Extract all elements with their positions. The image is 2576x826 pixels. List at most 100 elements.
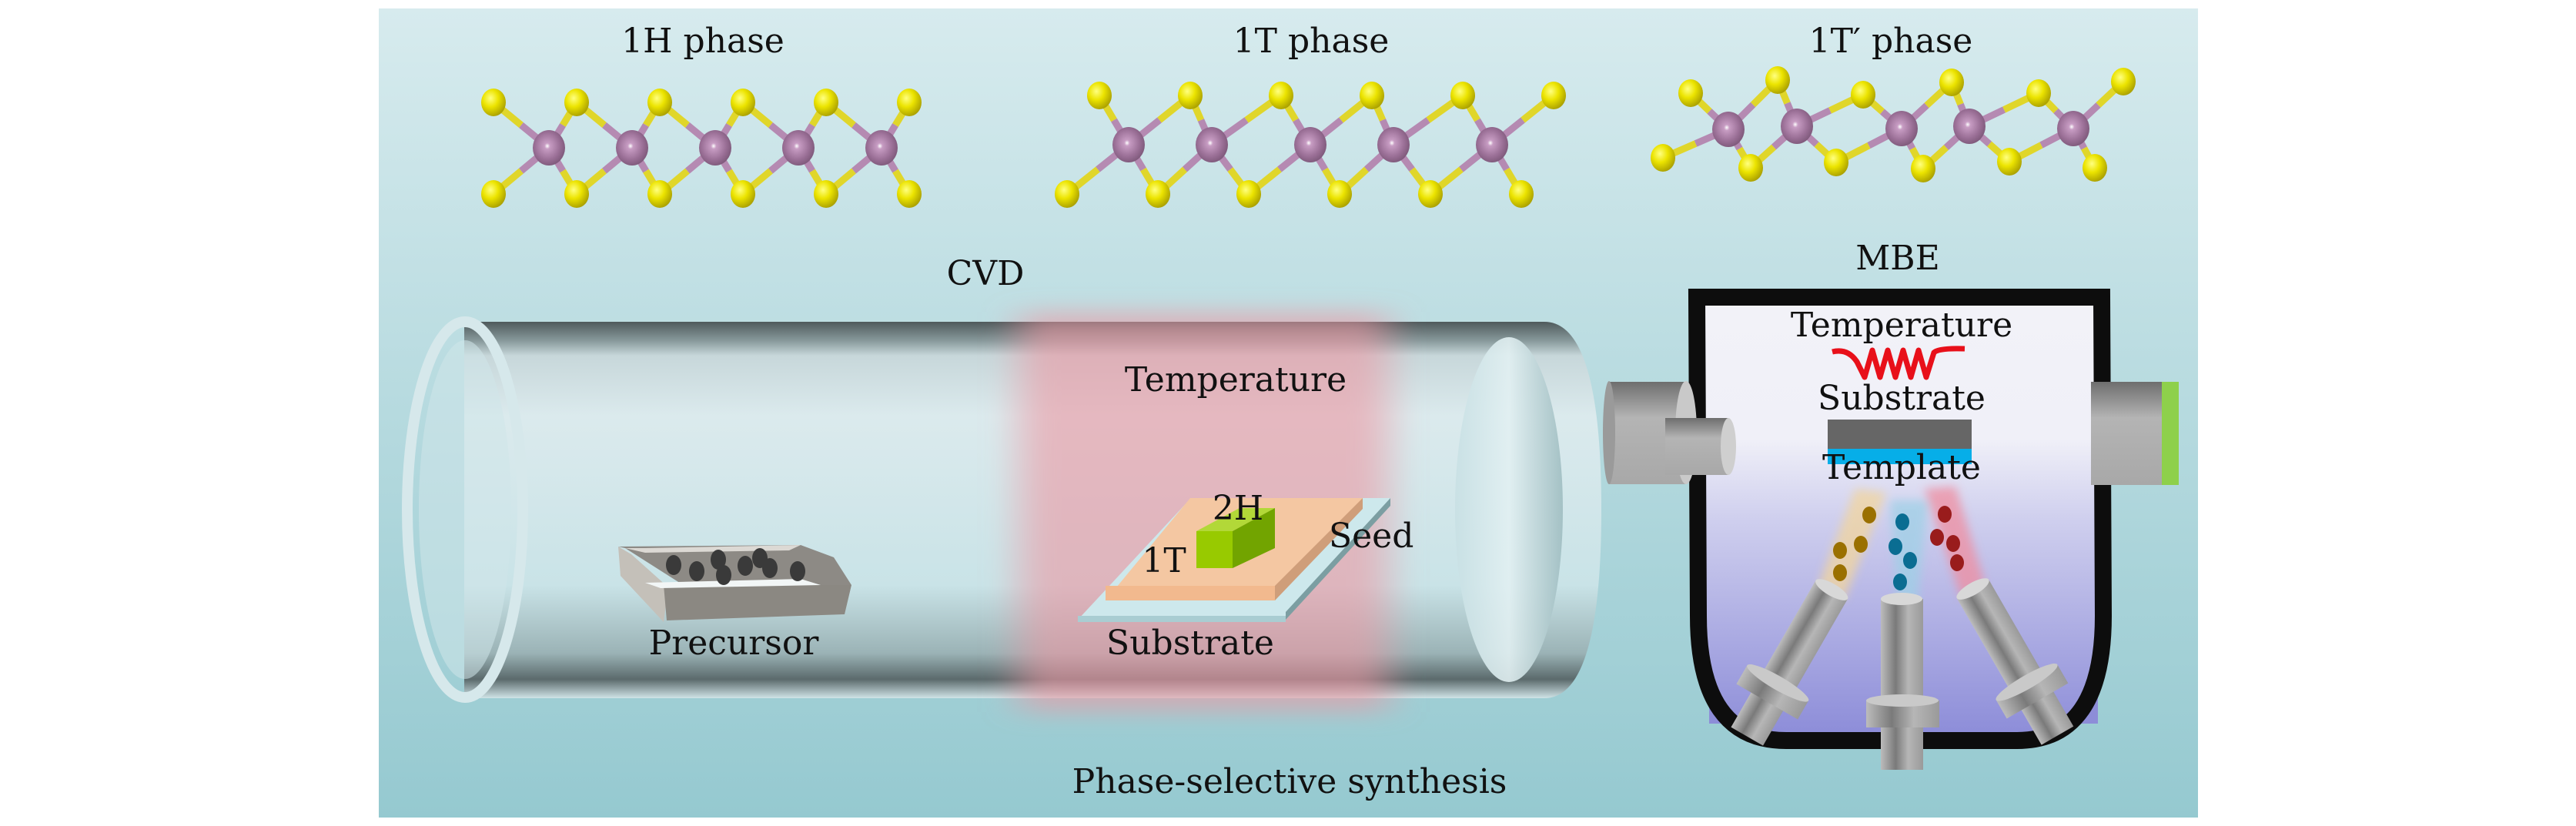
chalcogen-atom [731,180,755,208]
cvd-temperature-label: Temperature [1125,360,1347,400]
metal-atom [782,130,815,166]
mbe-particle [1895,513,1909,530]
cvd-tube-furnace [402,312,1601,712]
mbe-particle [1833,542,1847,559]
chalcogen-atom [1509,180,1534,208]
cvd-substrate-assembly [1078,498,1390,622]
mbe-particle [1893,574,1907,590]
precursor-particle [738,556,753,576]
chalcogen-atom [1851,81,1875,109]
chalcogen-atom [1678,79,1703,107]
metal-atom [1112,127,1145,162]
chalcogen-atom [1087,82,1112,109]
metal-atom [865,130,898,166]
mbe-temperature-label: Temperature [1791,306,2012,345]
precursor-boat [618,545,851,622]
metal-atom [1781,109,1813,144]
metal-atom [2057,111,2089,146]
effusion-cell-center [1866,593,1939,770]
chalcogen-atom [814,89,838,116]
chalcogen-atom [647,180,672,208]
crystal-2h [1196,508,1275,568]
chalcogen-atom [814,180,838,208]
precursor-particles [666,548,805,585]
phase-title-1t: 1T phase [1233,22,1390,61]
heater-coil-icon [1832,346,1965,380]
chalcogen-atom [481,89,506,116]
left-port [1603,381,1736,484]
chalcogen-atom [1651,144,1675,172]
mbe-particle [1854,536,1868,553]
right-port [2091,382,2179,485]
label-1t: 1T [1142,541,1186,580]
precursor-label: Precursor [649,624,820,663]
metal-atom [1377,127,1410,162]
metal-atom [1294,127,1326,162]
chalcogen-atom [1418,180,1443,208]
chalcogen-atom [1824,149,1848,176]
chalcogen-atom [1541,82,1566,109]
chalcogen-atom [731,89,755,116]
cvd-title: CVD [947,254,1025,293]
chalcogen-atom [1911,155,1935,182]
effusion-cell-left [1731,579,1848,746]
tube-right-opening [1455,337,1563,682]
chalcogen-atom [1765,66,1790,94]
mbe-substrate [1828,420,1972,449]
precursor-particle [762,558,778,578]
chalcogen-atom [647,89,672,116]
metal-atom [616,130,648,166]
cvd-substrate-label: Substrate [1106,624,1274,663]
structure-1h [481,89,922,208]
chalcogen-atom [1327,180,1352,208]
label-2h: 2H [1213,489,1263,528]
chalcogen-atom [1055,180,1079,208]
mbe-particles [1833,506,1964,590]
metal-atom [1885,111,1918,146]
chalcogen-atom [1269,82,1293,109]
chalcogen-atom [1997,148,2022,176]
tube-left-rim [402,316,528,703]
mbe-template [1828,449,1972,464]
chalcogen-atom [1178,82,1203,109]
chalcogen-atom [564,180,589,208]
figure-caption: Phase-selective synthesis [1072,762,1507,801]
mbe-chamber [1603,289,2179,770]
chalcogen-atom [1146,180,1170,208]
mbe-substrate-label: Substrate [1818,379,1986,418]
precursor-particle [666,555,681,575]
chalcogen-atom [1450,82,1475,109]
metal-atom [1476,127,1508,162]
precursor-particle [790,561,805,581]
mbe-particle [1930,529,1944,546]
chalcogen-atom [2083,154,2107,182]
mbe-particle [1946,535,1960,552]
mbe-particle [1950,554,1964,571]
structure-1t-prime [1651,66,2136,182]
tube-left-opening [419,340,511,679]
mbe-template-label: Template [1822,448,1981,487]
mbe-particle [1938,506,1952,523]
phase-title-1t-prime: 1T′ phase [1809,22,1973,61]
mbe-title: MBE [1855,239,1940,278]
viewport-green [2162,382,2179,485]
metal-atom [1712,112,1745,147]
chalcogen-atom [2026,79,2051,107]
mbe-particle [1903,552,1917,569]
chalcogen-atom [564,89,589,116]
chalcogen-atom [897,89,922,116]
precursor-particle [711,550,726,570]
metal-atom [1196,127,1228,162]
mbe-particle [1862,507,1876,523]
chalcogen-atom [1738,154,1763,182]
chalcogen-atom [1939,69,1964,96]
precursor-particle [716,565,731,585]
structure-1t [1055,82,1566,208]
precursor-particle [689,561,704,581]
mbe-particle [1833,564,1847,581]
metal-atom [533,130,565,166]
mbe-particle [1889,538,1902,555]
metal-atom [1953,109,1986,144]
chalcogen-atom [1360,82,1384,109]
